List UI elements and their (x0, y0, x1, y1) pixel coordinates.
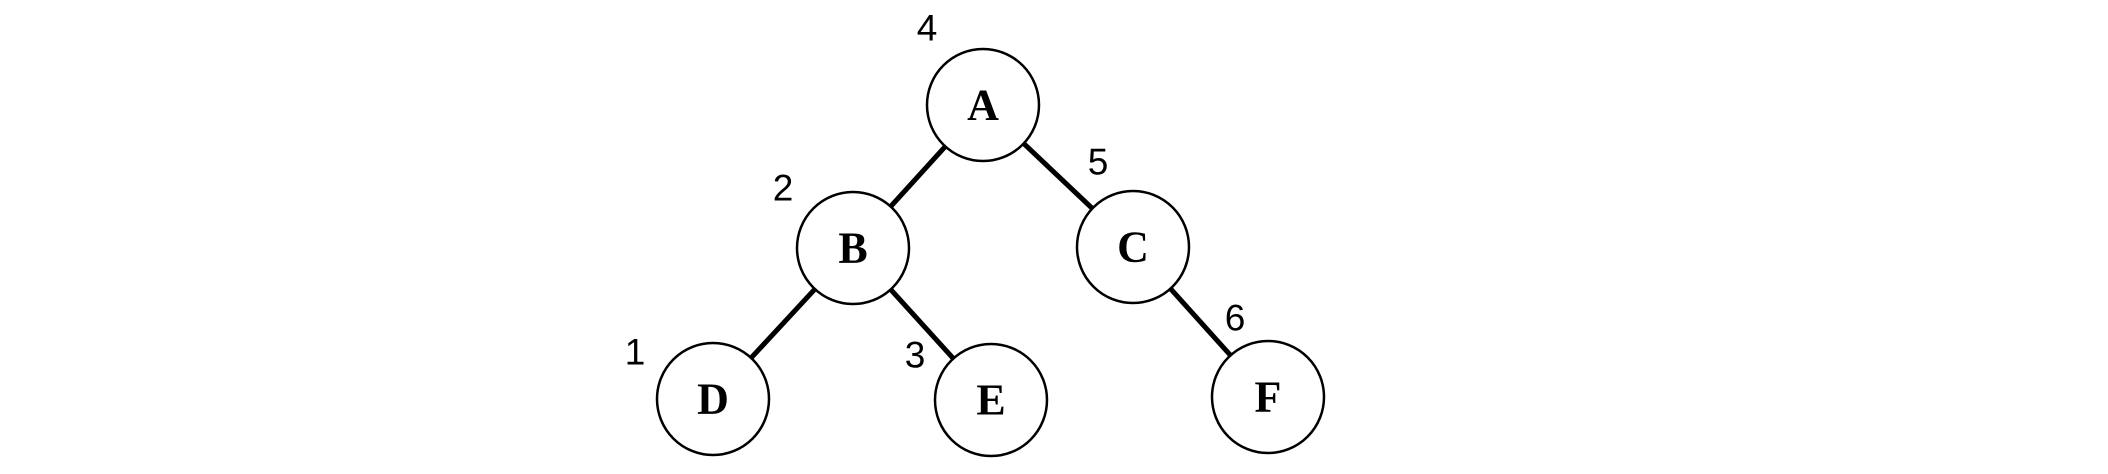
traversal-order-label-E: 3 (905, 335, 926, 376)
tree-node-label-D: D (697, 375, 729, 424)
tree-node-label-F: F (1255, 373, 1282, 422)
traversal-order-label-D: 1 (625, 332, 646, 373)
tree-node-label-A: A (967, 81, 999, 130)
tree-node-label-E: E (976, 376, 1005, 425)
traversal-order-label-A: 4 (917, 8, 938, 49)
tree-node-B (795, 190, 911, 306)
traversal-order-label-F: 6 (1225, 298, 1246, 339)
traversal-order-label-B: 2 (773, 168, 794, 209)
tree-node-label-B: B (838, 224, 867, 273)
tree-node-E (933, 342, 1049, 458)
traversal-order-label-C: 5 (1088, 142, 1109, 183)
tree-node-D (655, 341, 771, 457)
tree-node-F (1210, 339, 1326, 455)
tree-node-C (1075, 189, 1191, 305)
tree-node-A (925, 47, 1041, 163)
tree-node-label-C: C (1117, 223, 1149, 272)
